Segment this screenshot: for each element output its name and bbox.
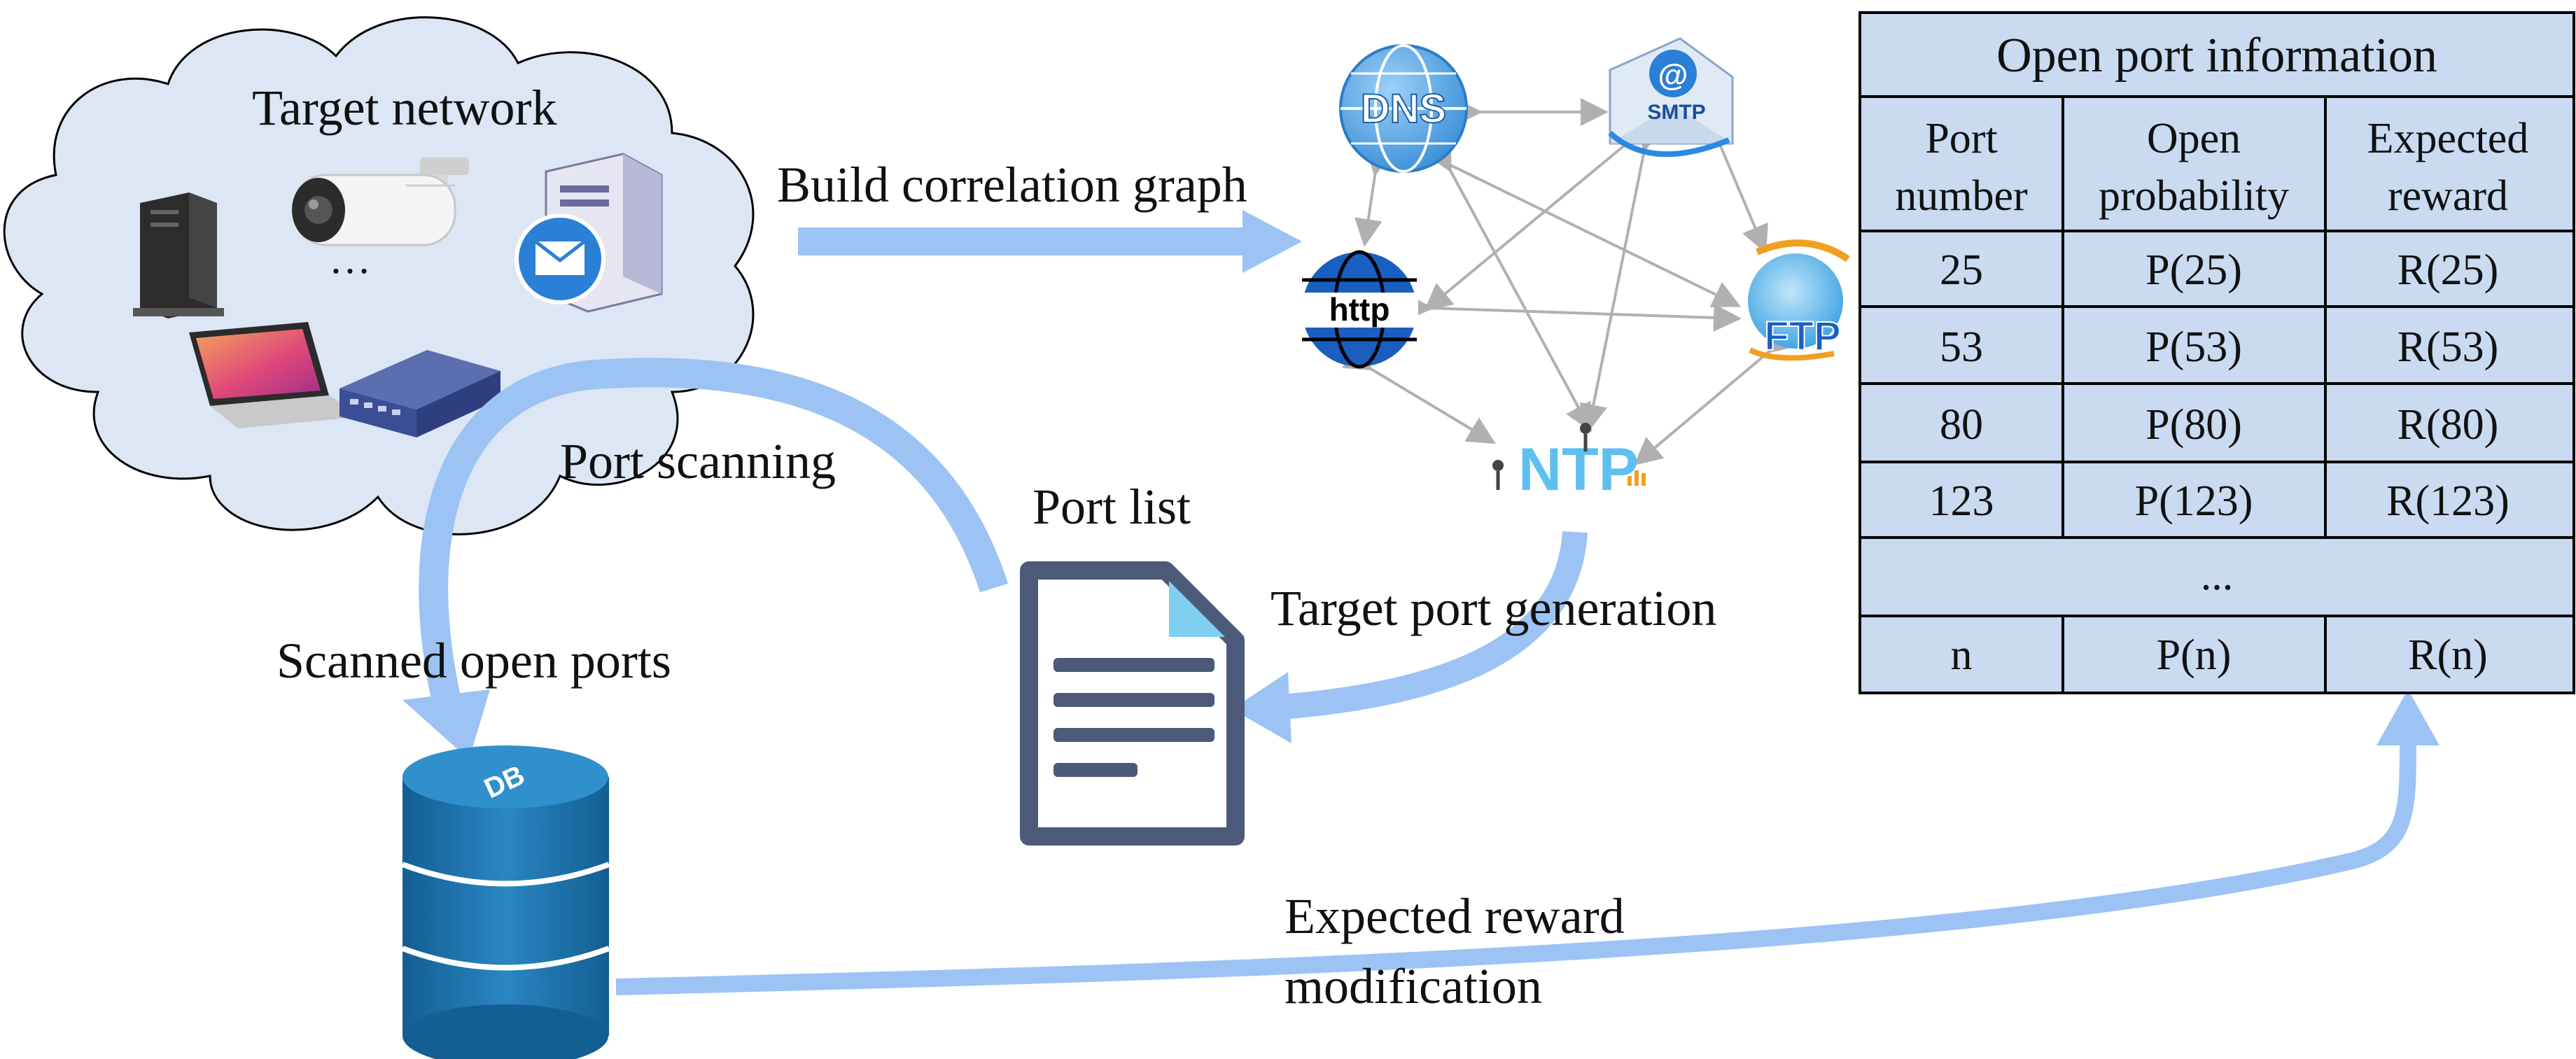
cell-port: 123 — [1929, 477, 1994, 525]
cell-port: 80 — [1940, 401, 1983, 449]
ntp-icon: NTP — [1492, 423, 1646, 503]
http-globe-icon: http — [1301, 250, 1418, 369]
target-network-cloud — [3, 16, 755, 535]
open-port-table — [1858, 11, 2575, 694]
expected-reward-label-line1: Expected reward — [1284, 888, 1625, 944]
cell-reward: R(123) — [2386, 477, 2510, 525]
header-reward-line1: Expected — [2367, 115, 2529, 162]
cell-prob: P(80) — [2146, 401, 2242, 449]
correlation-graph-edges — [1342, 98, 1798, 466]
mail-server-icon — [514, 153, 663, 313]
edge-dns-ftp — [1415, 138, 1742, 307]
edge-ftp-ntp — [1633, 325, 1798, 466]
cell-prob: P(25) — [2146, 246, 2242, 294]
http-label: http — [1329, 291, 1390, 328]
edge-http-ftp — [1405, 293, 1742, 332]
cell-reward: R(80) — [2398, 401, 2499, 449]
table-row: 123 P(123) R(123) — [1929, 477, 2510, 525]
database-icon: DB — [401, 745, 610, 1059]
expected-reward-label-line2: modification — [1284, 958, 1542, 1014]
header-port-line2: number — [1895, 172, 2028, 220]
ftp-label: FTP — [1764, 314, 1841, 359]
port-scanning-arrow — [402, 358, 1008, 759]
ntp-label: NTP — [1518, 436, 1639, 503]
port-scanning-label: Port scanning — [560, 433, 836, 489]
smtp-at-symbol: @ — [1658, 58, 1688, 92]
table-row: 25 P(25) R(25) — [1940, 246, 2498, 294]
table-title: Open port information — [1996, 29, 2437, 83]
smtp-envelope-icon: @ SMTP — [1608, 37, 1734, 157]
dns-label: DNS — [1361, 86, 1446, 132]
header-reward-line2: reward — [2388, 172, 2508, 220]
header-prob-line1: Open — [2147, 115, 2241, 162]
edge-smtp-http — [1423, 115, 1658, 312]
cell-prob: P(123) — [2135, 477, 2253, 525]
edge-smtp-ftp — [1693, 106, 1768, 254]
cell-port: 25 — [1940, 246, 1983, 294]
header-port-line1: Port — [1925, 115, 1997, 162]
edge-smtp-ntp — [1579, 122, 1663, 433]
target-port-generation-arrow — [1232, 531, 1588, 743]
build-graph-arrow — [798, 210, 1302, 273]
dns-globe-icon: DNS — [1339, 44, 1468, 173]
header-prob-line2: probability — [2099, 172, 2289, 220]
cell-reward: R(n) — [2408, 631, 2488, 679]
ftp-globe-icon: FTP — [1748, 239, 1850, 361]
cell-reward: R(25) — [2398, 246, 2499, 294]
security-camera-icon — [292, 157, 469, 246]
cell-prob: P(n) — [2157, 631, 2232, 679]
cell-port: 53 — [1940, 323, 1983, 371]
port-list-label: Port list — [1032, 479, 1191, 535]
tower-server-icon — [133, 192, 224, 318]
target-network-label: Target network — [252, 80, 556, 136]
smtp-label: SMTP — [1647, 101, 1705, 124]
scanned-open-ports-label: Scanned open ports — [276, 633, 671, 689]
network-switch-icon — [340, 350, 500, 437]
edge-http-ntp — [1342, 344, 1496, 444]
edge-dns-http — [1354, 147, 1393, 247]
table-ellipsis-row: ... — [2201, 552, 2234, 599]
table-row: 53 P(53) R(53) — [1940, 323, 2498, 371]
laptop-icon — [189, 322, 364, 428]
expected-reward-arrow — [615, 689, 2440, 995]
table-row-last: n P(n) R(n) — [1951, 631, 2488, 679]
cell-reward: R(53) — [2398, 323, 2499, 371]
cell-port: n — [1951, 631, 1973, 679]
cell-prob: P(53) — [2146, 323, 2242, 371]
devices-ellipsis: … — [329, 236, 371, 282]
target-port-generation-label: Target port generation — [1270, 580, 1716, 636]
build-graph-label: Build correlation graph — [777, 157, 1247, 213]
port-list-document-icon — [1020, 561, 1245, 846]
table-row: 80 P(80) R(80) — [1940, 401, 2498, 449]
edge-dns-ntp — [1426, 141, 1592, 433]
